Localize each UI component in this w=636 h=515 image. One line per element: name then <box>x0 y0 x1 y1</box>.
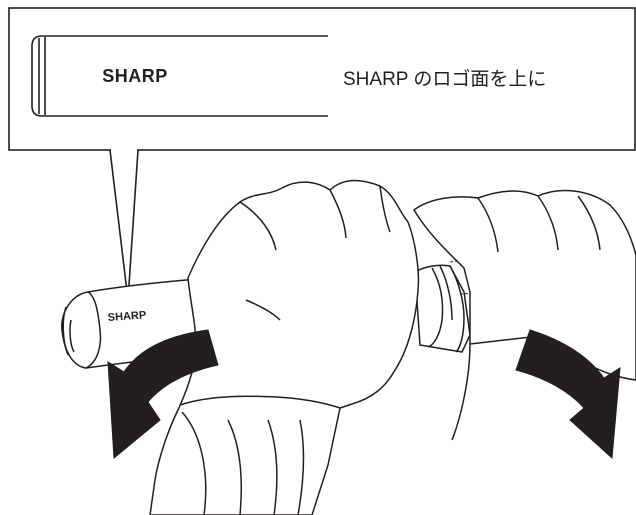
device-cap <box>414 264 471 353</box>
callout-box <box>8 7 636 151</box>
curved-arrow-down-right-icon <box>515 329 621 460</box>
right-arrow <box>515 329 621 460</box>
device-sharp-logo: SHARP <box>107 309 146 324</box>
callout-device-end <box>31 35 328 117</box>
callout-instruction-text: SHARP のロゴ面を上に <box>343 68 546 90</box>
left-arrow <box>107 329 219 460</box>
callout-pointer <box>109 149 139 301</box>
right-hand <box>413 189 636 441</box>
curved-arrow-down-left-icon <box>107 329 219 460</box>
left-hand <box>149 179 420 515</box>
callout-sharp-logo: SHARP <box>102 66 168 86</box>
